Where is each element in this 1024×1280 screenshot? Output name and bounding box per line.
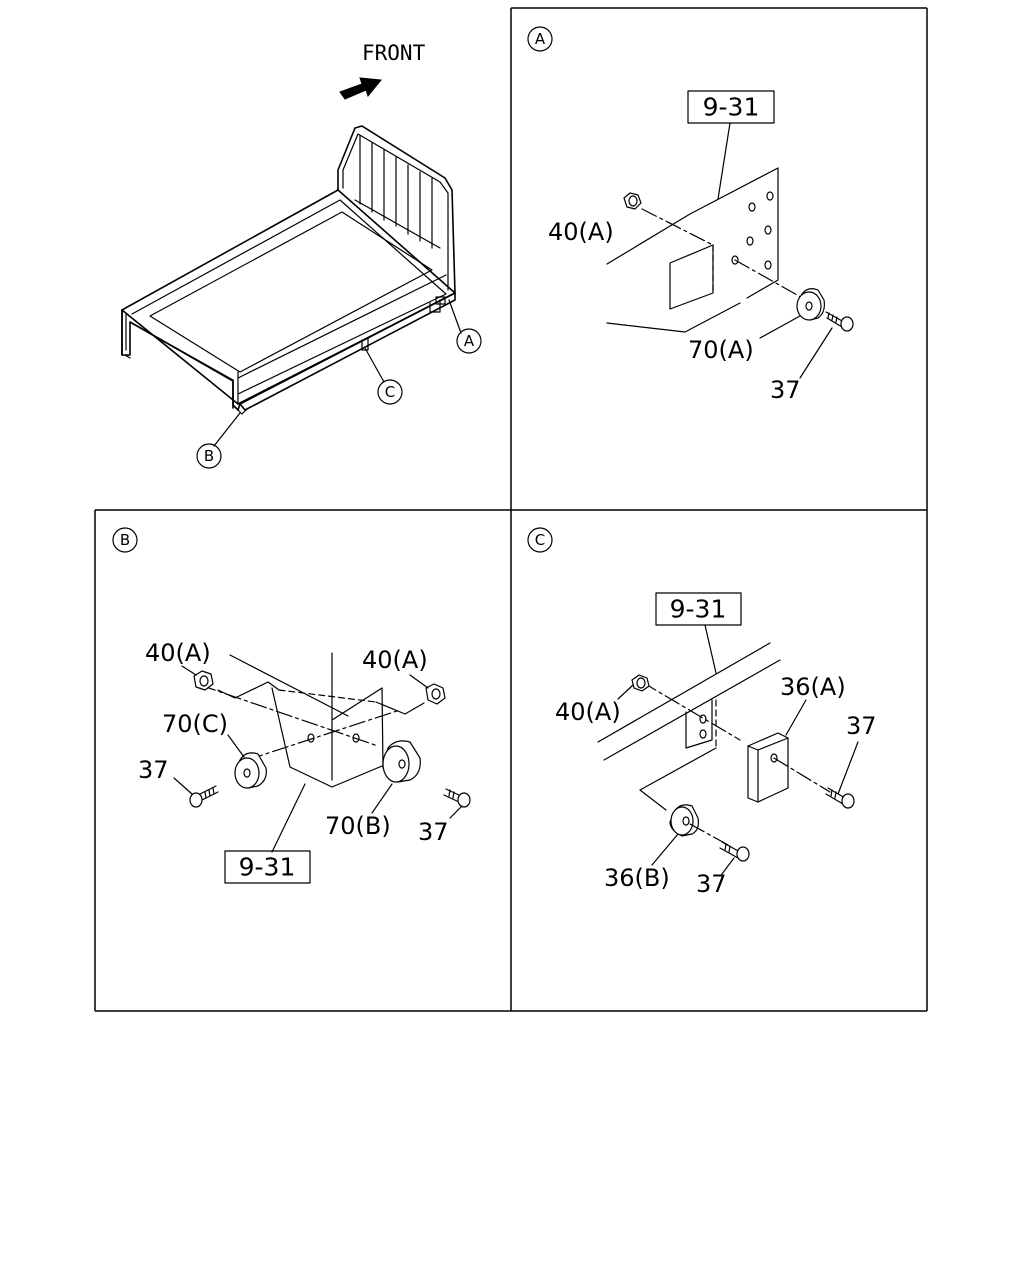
panel-c-pad-36a [747, 732, 789, 803]
panel-a-nut-label: 40(A) [548, 218, 614, 246]
panel-b-ref-label: 9-31 [239, 853, 296, 882]
panel-frames [94, 7, 928, 1012]
panel-b-bolt-right [443, 788, 471, 808]
panel-c-marker [527, 527, 553, 553]
panel-c-bolt-upper [825, 787, 855, 809]
panel-a: A 9-31 40(A) 70(A) [527, 26, 854, 404]
front-label: FRONT [362, 41, 426, 65]
panel-b-marker-label: B [120, 531, 130, 549]
panel-a-ref-box [687, 90, 775, 124]
panel-c-bolt-upper-label: 37 [846, 712, 877, 740]
callout-b-marker [196, 443, 222, 469]
panel-c: C 9-31 40(A) 36(A) [527, 527, 877, 898]
panel-b-bolt-right-label: 37 [418, 818, 449, 846]
panel-a-rubber-70a [796, 288, 825, 321]
panel-c-nut-40a [631, 674, 650, 692]
panel-a-nut-40a [623, 192, 642, 210]
panel-c-ref-box [655, 592, 742, 626]
overview-panel: FRONT [121, 41, 482, 469]
panel-c-bolt-lower [719, 841, 750, 862]
panel-a-ref-label: 9-31 [703, 93, 760, 122]
callout-c-marker [377, 379, 403, 405]
panel-b-bolt-left-label: 37 [138, 756, 169, 784]
truck-body-drawing [121, 125, 456, 415]
panel-b-bolt-left [189, 785, 219, 808]
panel-c-pad-a-label: 36(A) [780, 673, 846, 701]
panel-c-pad-b-label: 36(B) [604, 864, 670, 892]
panel-a-rubber-label: 70(A) [688, 336, 754, 364]
panel-c-pad-36b [669, 804, 699, 837]
panel-a-bolt-label: 37 [770, 376, 801, 404]
panel-c-marker-label: C [535, 531, 545, 549]
panel-b-rubber-right-label: 70(B) [325, 812, 391, 840]
panel-a-marker [527, 26, 553, 52]
panel-b-marker [112, 527, 138, 553]
panel-b-nut-right [425, 683, 446, 705]
panel-b-nut-left-label: 40(A) [145, 639, 211, 667]
panel-c-ref-label: 9-31 [670, 595, 727, 624]
panel-c-bolt-lower-label: 37 [696, 870, 727, 898]
panel-b-nut-right-label: 40(A) [362, 646, 428, 674]
panel-b-nut-left [193, 670, 214, 691]
callout-c-label: C [385, 383, 395, 401]
callout-a-marker [456, 328, 482, 354]
panel-a-bolt-37 [825, 311, 854, 332]
panel-b: B 40(A) 40(A) [112, 527, 471, 884]
panel-a-marker-label: A [535, 30, 546, 48]
panel-b-ref-box [224, 850, 311, 884]
callout-a-label: A [464, 332, 475, 350]
panel-c-nut-label: 40(A) [555, 698, 621, 726]
callout-b-label: B [204, 447, 214, 465]
panel-b-rubber-left-label: 70(C) [162, 710, 228, 738]
front-arrow-icon [339, 77, 382, 100]
panel-b-rubber-70c [234, 752, 267, 789]
panel-b-rubber-70b [382, 740, 421, 783]
